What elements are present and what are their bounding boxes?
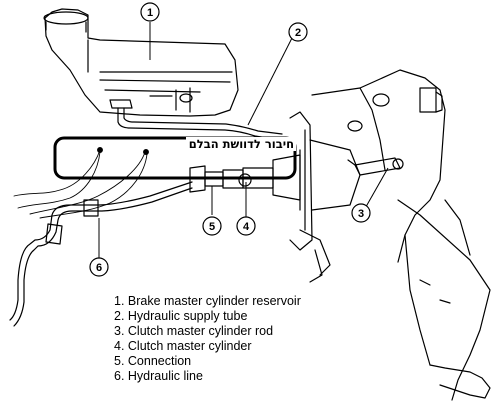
callout-4: 4: [243, 221, 250, 233]
legend-item-1: 1. Brake master cylinder reservoir: [114, 294, 301, 308]
legend: 1. Brake master cylinder reservoir 2. Hy…: [114, 294, 301, 383]
hydraulic-line-drawing: [9, 181, 193, 327]
callout-3: 3: [358, 208, 364, 220]
supply-tube-drawing: [117, 107, 283, 141]
legend-item-3: 3. Clutch master cylinder rod: [114, 324, 273, 338]
callout-1: 1: [147, 7, 153, 19]
legend-item-4: 4. Clutch master cylinder: [114, 339, 252, 353]
legend-item-6: 6. Hydraulic line: [114, 369, 203, 383]
brake-pedal-connection-note: חיבור לדוושת הבלם: [189, 137, 294, 151]
legend-item-2: 2. Hydraulic supply tube: [114, 309, 247, 323]
legend-item-5: 5. Connection: [114, 354, 191, 368]
clutch-master-cylinder-drawing: [189, 129, 306, 231]
pedal-assembly-drawing: [311, 69, 491, 401]
brake-reservoir-drawing: [43, 8, 239, 117]
callout-6: 6: [96, 262, 102, 274]
cylinder-rod-drawing: [347, 157, 404, 176]
callout-2: 2: [295, 27, 301, 39]
callout-5: 5: [209, 221, 215, 233]
connection-highlight-box: [53, 136, 297, 180]
